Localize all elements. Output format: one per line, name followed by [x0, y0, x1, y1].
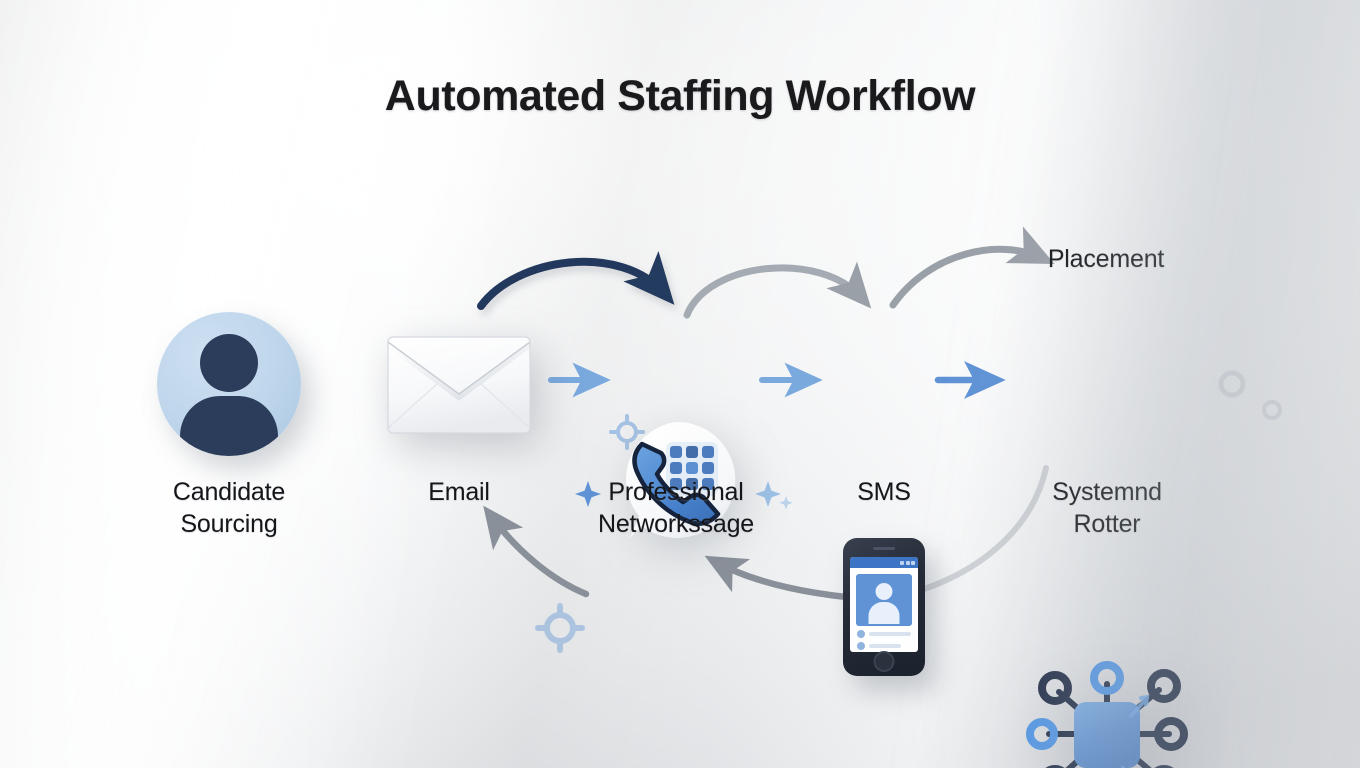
node-label-candidate-sourcing: Candidate Sourcing: [109, 476, 349, 540]
label-line-1: Email: [428, 478, 490, 506]
page-title: Automated Staffing Workflow: [384, 72, 976, 120]
profile-body-shape: [868, 602, 900, 624]
row-bar: [869, 644, 902, 648]
phone-profile-card: [856, 574, 912, 626]
label-line-2: Networkssage: [598, 510, 754, 538]
phone-home-button[interactable]: [873, 651, 895, 672]
node-label-system-router: Systemnd Rotter: [1007, 476, 1207, 540]
node-label-professional-networks: Professional Networkssage: [556, 476, 796, 540]
arc-networks-to-sms-top: [683, 261, 872, 319]
row-dot: [857, 642, 865, 650]
phone-chat-bubble-icon[interactable]: [612, 416, 740, 544]
row-bar: [869, 632, 911, 636]
avatar-body-shape: [180, 396, 278, 456]
label-line-2: Rotter: [1073, 510, 1141, 538]
label-line-1: Professional: [608, 478, 744, 506]
floating-label-placement: Placement: [1006, 243, 1206, 275]
node-label-sms: SMS: [794, 476, 974, 508]
status-pip: [900, 560, 904, 565]
status-pip: [911, 560, 915, 565]
user-avatar-icon[interactable]: [157, 312, 301, 456]
label-line-1: SMS: [857, 478, 911, 506]
network-hub-icon[interactable]: [1019, 658, 1195, 768]
phone-screen: [850, 557, 918, 652]
gear-icon: [1218, 370, 1282, 420]
node-label-email: Email: [369, 476, 549, 508]
label-line-1: Candidate: [172, 478, 286, 506]
gear-icon: [535, 603, 585, 653]
phone-list-row: [857, 642, 911, 650]
label-line-2: Sourcing: [180, 510, 278, 538]
status-pip: [905, 560, 910, 565]
envelope-icon[interactable]: [387, 336, 531, 434]
phone-status-bar: [850, 557, 918, 568]
placement-text: Placement: [1047, 245, 1165, 273]
arc-email-to-networks-top: [477, 250, 675, 310]
smartphone-icon[interactable]: [843, 538, 925, 676]
phone-list-row: [857, 630, 911, 638]
profile-head-shape: [875, 583, 893, 600]
phone-speaker: [873, 547, 895, 550]
label-line-1: Systemnd: [1052, 478, 1162, 506]
avatar-head-shape: [200, 334, 258, 392]
row-dot: [857, 630, 865, 638]
